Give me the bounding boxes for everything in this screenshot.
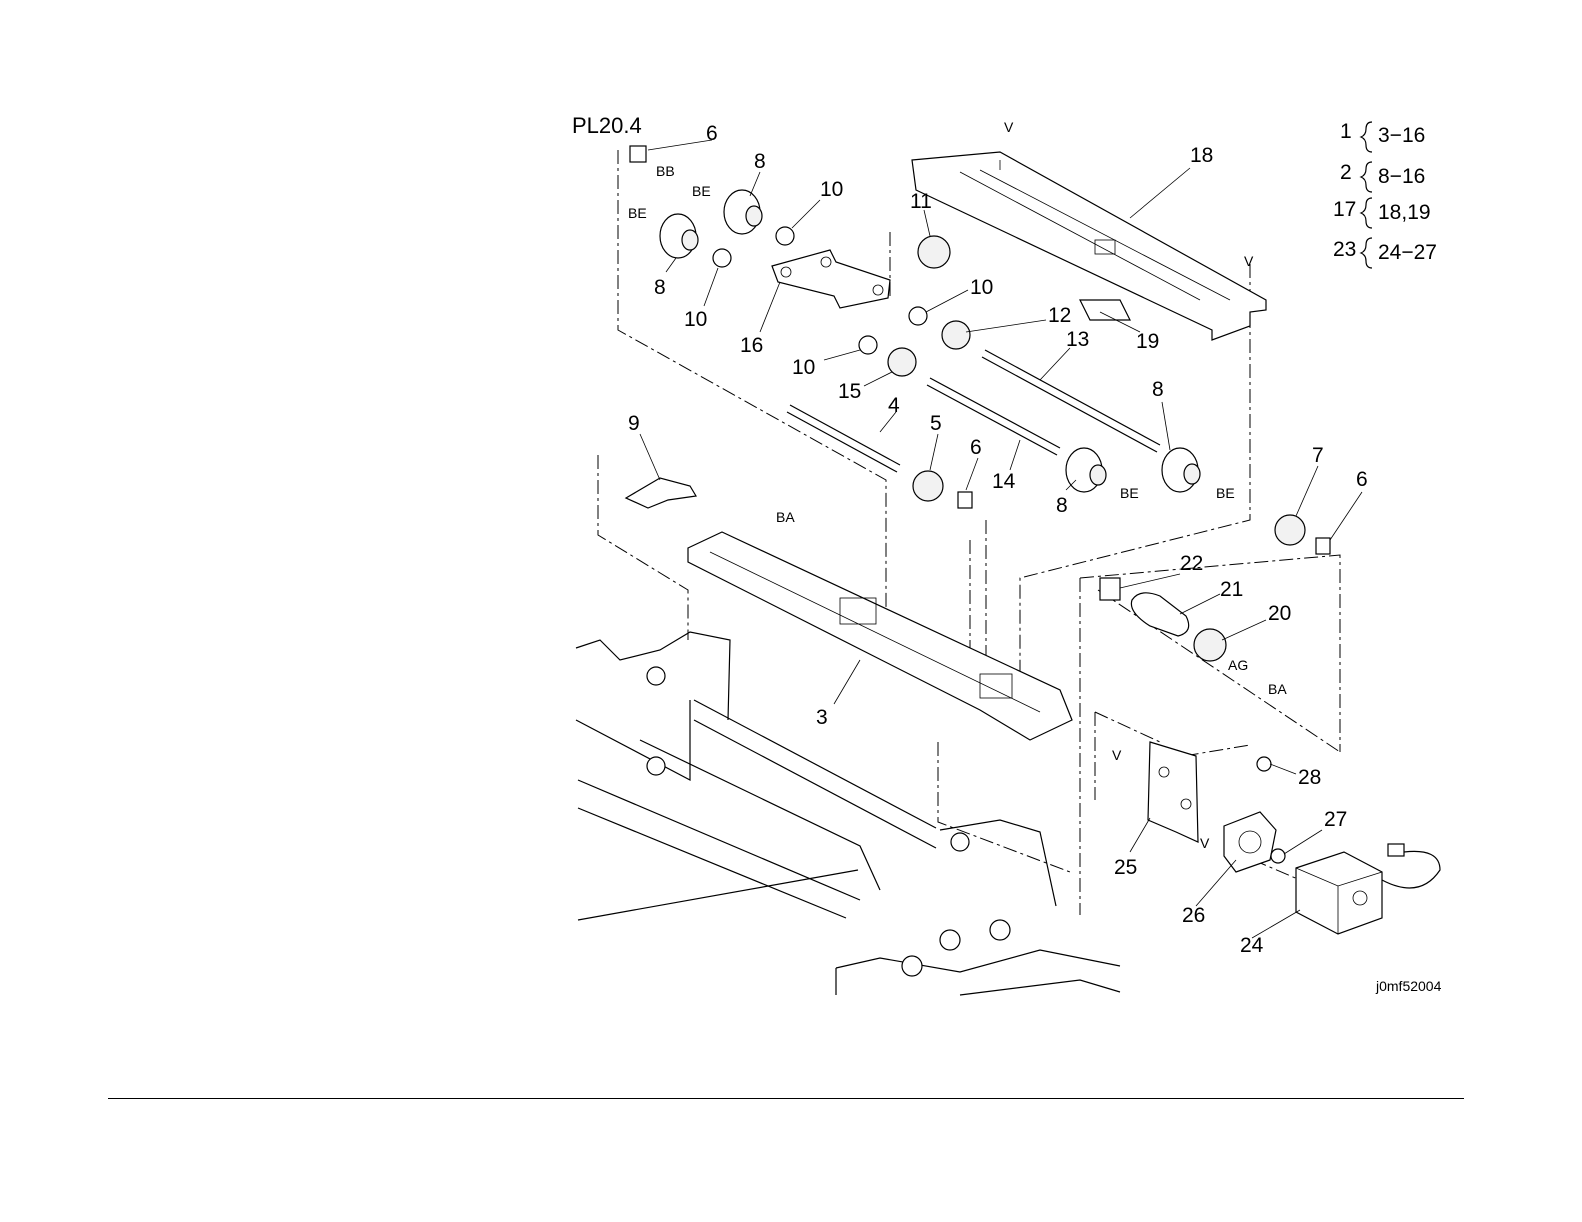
v-mark: V xyxy=(1200,835,1210,851)
callout-6: 6 xyxy=(706,122,718,145)
frame-part-3 xyxy=(688,532,1072,740)
roller-part-8 xyxy=(1162,448,1200,492)
callout-14: 14 xyxy=(992,470,1016,493)
bush-part-6 xyxy=(1316,538,1330,554)
code-labels: BB BE BE BA BE BE AG BA xyxy=(628,163,1287,697)
callout-26: 26 xyxy=(1182,904,1205,927)
roller-part-8 xyxy=(724,190,762,234)
callout-9: 9 xyxy=(628,412,640,435)
set-brace xyxy=(1361,238,1372,268)
v-mark: V xyxy=(1112,747,1122,763)
bearing-part-10 xyxy=(909,307,927,325)
lever-part-9 xyxy=(626,478,696,508)
plate-title: PL20.4 xyxy=(572,113,642,138)
set-item: 2 xyxy=(1340,161,1352,184)
page-divider xyxy=(108,1098,1464,1099)
shaft-part-4 xyxy=(787,405,900,472)
set-item: 23 xyxy=(1333,238,1356,261)
callout-6: 6 xyxy=(1356,468,1368,491)
shaft-part-13 xyxy=(982,350,1160,452)
callout-8: 8 xyxy=(1056,494,1068,517)
callout-24: 24 xyxy=(1240,934,1264,957)
gear-part-7 xyxy=(1275,515,1305,545)
callout-22: 22 xyxy=(1180,552,1203,575)
link-plate-part-16 xyxy=(772,250,890,308)
code-label: BE xyxy=(1216,485,1235,501)
label-part-19 xyxy=(1080,300,1130,320)
code-label: BE xyxy=(628,205,647,221)
roller-part-8 xyxy=(660,214,698,258)
shaft-part-14 xyxy=(927,378,1060,455)
belt-part-21 xyxy=(1131,593,1188,636)
callout-4: 4 xyxy=(888,394,900,417)
bush-part-6 xyxy=(630,146,646,162)
callout-5: 5 xyxy=(930,412,942,435)
bearing-part-10 xyxy=(776,227,794,245)
code-label: BE xyxy=(692,183,711,199)
callout-6: 6 xyxy=(970,436,982,459)
callout-27: 27 xyxy=(1324,808,1347,831)
callout-10: 10 xyxy=(684,308,707,331)
set-range: 18,19 xyxy=(1378,201,1431,224)
callout-3: 3 xyxy=(816,706,828,729)
callout-18: 18 xyxy=(1190,144,1213,167)
bush-part-6 xyxy=(958,492,972,508)
code-label: BA xyxy=(1268,681,1287,697)
bracket-part-22 xyxy=(1100,578,1120,600)
set-brace xyxy=(1361,198,1372,228)
callout-7: 7 xyxy=(1312,444,1324,467)
callout-8: 8 xyxy=(654,276,666,299)
callout-12: 12 xyxy=(1048,304,1071,327)
callout-16: 16 xyxy=(740,334,763,357)
gear-part-15 xyxy=(888,348,916,376)
callout-8: 8 xyxy=(1152,378,1164,401)
callout-25: 25 xyxy=(1114,856,1137,879)
set-range: 24−27 xyxy=(1378,241,1437,264)
code-label: AG xyxy=(1228,657,1248,673)
bearing-part-10 xyxy=(859,336,877,354)
code-label: BA xyxy=(776,509,795,525)
gear-part-5 xyxy=(913,471,943,501)
bracket-part-25 xyxy=(1148,742,1198,842)
callout-21: 21 xyxy=(1220,578,1243,601)
callout-19: 19 xyxy=(1136,330,1159,353)
v-mark: V xyxy=(1244,253,1254,269)
callout-10: 10 xyxy=(792,356,815,379)
bearing-part-10 xyxy=(713,249,731,267)
v-mark: V xyxy=(1004,119,1014,135)
plate-part-26 xyxy=(1224,812,1276,872)
figure-id: j0mf52004 xyxy=(1375,978,1442,994)
screw-part-27 xyxy=(1271,849,1285,863)
motor-part-24 xyxy=(1296,844,1440,934)
set-legend: 1 3−16 2 8−16 17 18,19 23 24−27 xyxy=(1333,120,1437,268)
set-brace xyxy=(1361,162,1372,192)
set-range: 3−16 xyxy=(1378,124,1425,147)
callout-10: 10 xyxy=(820,178,843,201)
gear-part-20 xyxy=(1194,629,1226,661)
gear-part-12 xyxy=(942,321,970,349)
callout-28: 28 xyxy=(1298,766,1321,789)
callout-10: 10 xyxy=(970,276,993,299)
screw-part-28 xyxy=(1257,757,1271,771)
set-item: 1 xyxy=(1340,120,1352,143)
callout-15: 15 xyxy=(838,380,861,403)
callout-13: 13 xyxy=(1066,328,1089,351)
set-brace xyxy=(1361,122,1372,152)
callout-11: 11 xyxy=(910,190,932,213)
code-label: BB xyxy=(656,163,675,179)
set-range: 8−16 xyxy=(1378,165,1425,188)
roller-part-8 xyxy=(1066,448,1106,492)
callout-8: 8 xyxy=(754,150,766,173)
set-item: 17 xyxy=(1333,198,1356,221)
code-label: BE xyxy=(1120,485,1139,501)
callout-20: 20 xyxy=(1268,602,1291,625)
explode-lines xyxy=(598,150,1340,915)
gear-part-11 xyxy=(918,236,950,268)
